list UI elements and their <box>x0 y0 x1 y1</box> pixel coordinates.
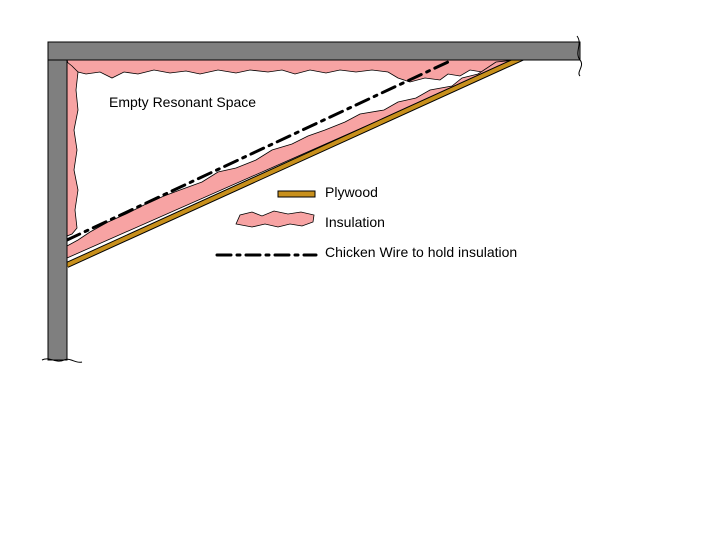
ceiling-break-edge <box>576 35 583 77</box>
ceiling <box>47 41 581 61</box>
wall-break-edge <box>41 358 83 363</box>
legend: Plywood Insulation Chicken Wire to hold … <box>215 184 517 260</box>
ceiling-insulation <box>66 59 512 83</box>
legend-label-plywood: Plywood <box>325 184 378 200</box>
plywood-swatch-icon <box>277 190 316 198</box>
wall <box>47 41 68 361</box>
legend-item-insulation: Insulation <box>235 210 385 230</box>
legend-item-plywood: Plywood <box>277 184 378 200</box>
cavity-label: Empty Resonant Space <box>109 94 256 110</box>
chicken-wire-line <box>65 60 450 242</box>
legend-label-chicken-wire: Chicken Wire to hold insulation <box>325 244 517 260</box>
legend-label-insulation: Insulation <box>325 214 385 230</box>
legend-item-chicken-wire: Chicken Wire to hold insulation <box>215 244 517 260</box>
insulation-swatch-icon <box>235 210 315 228</box>
wall-insulation <box>66 61 79 237</box>
plywood-board-fill <box>66 50 536 267</box>
